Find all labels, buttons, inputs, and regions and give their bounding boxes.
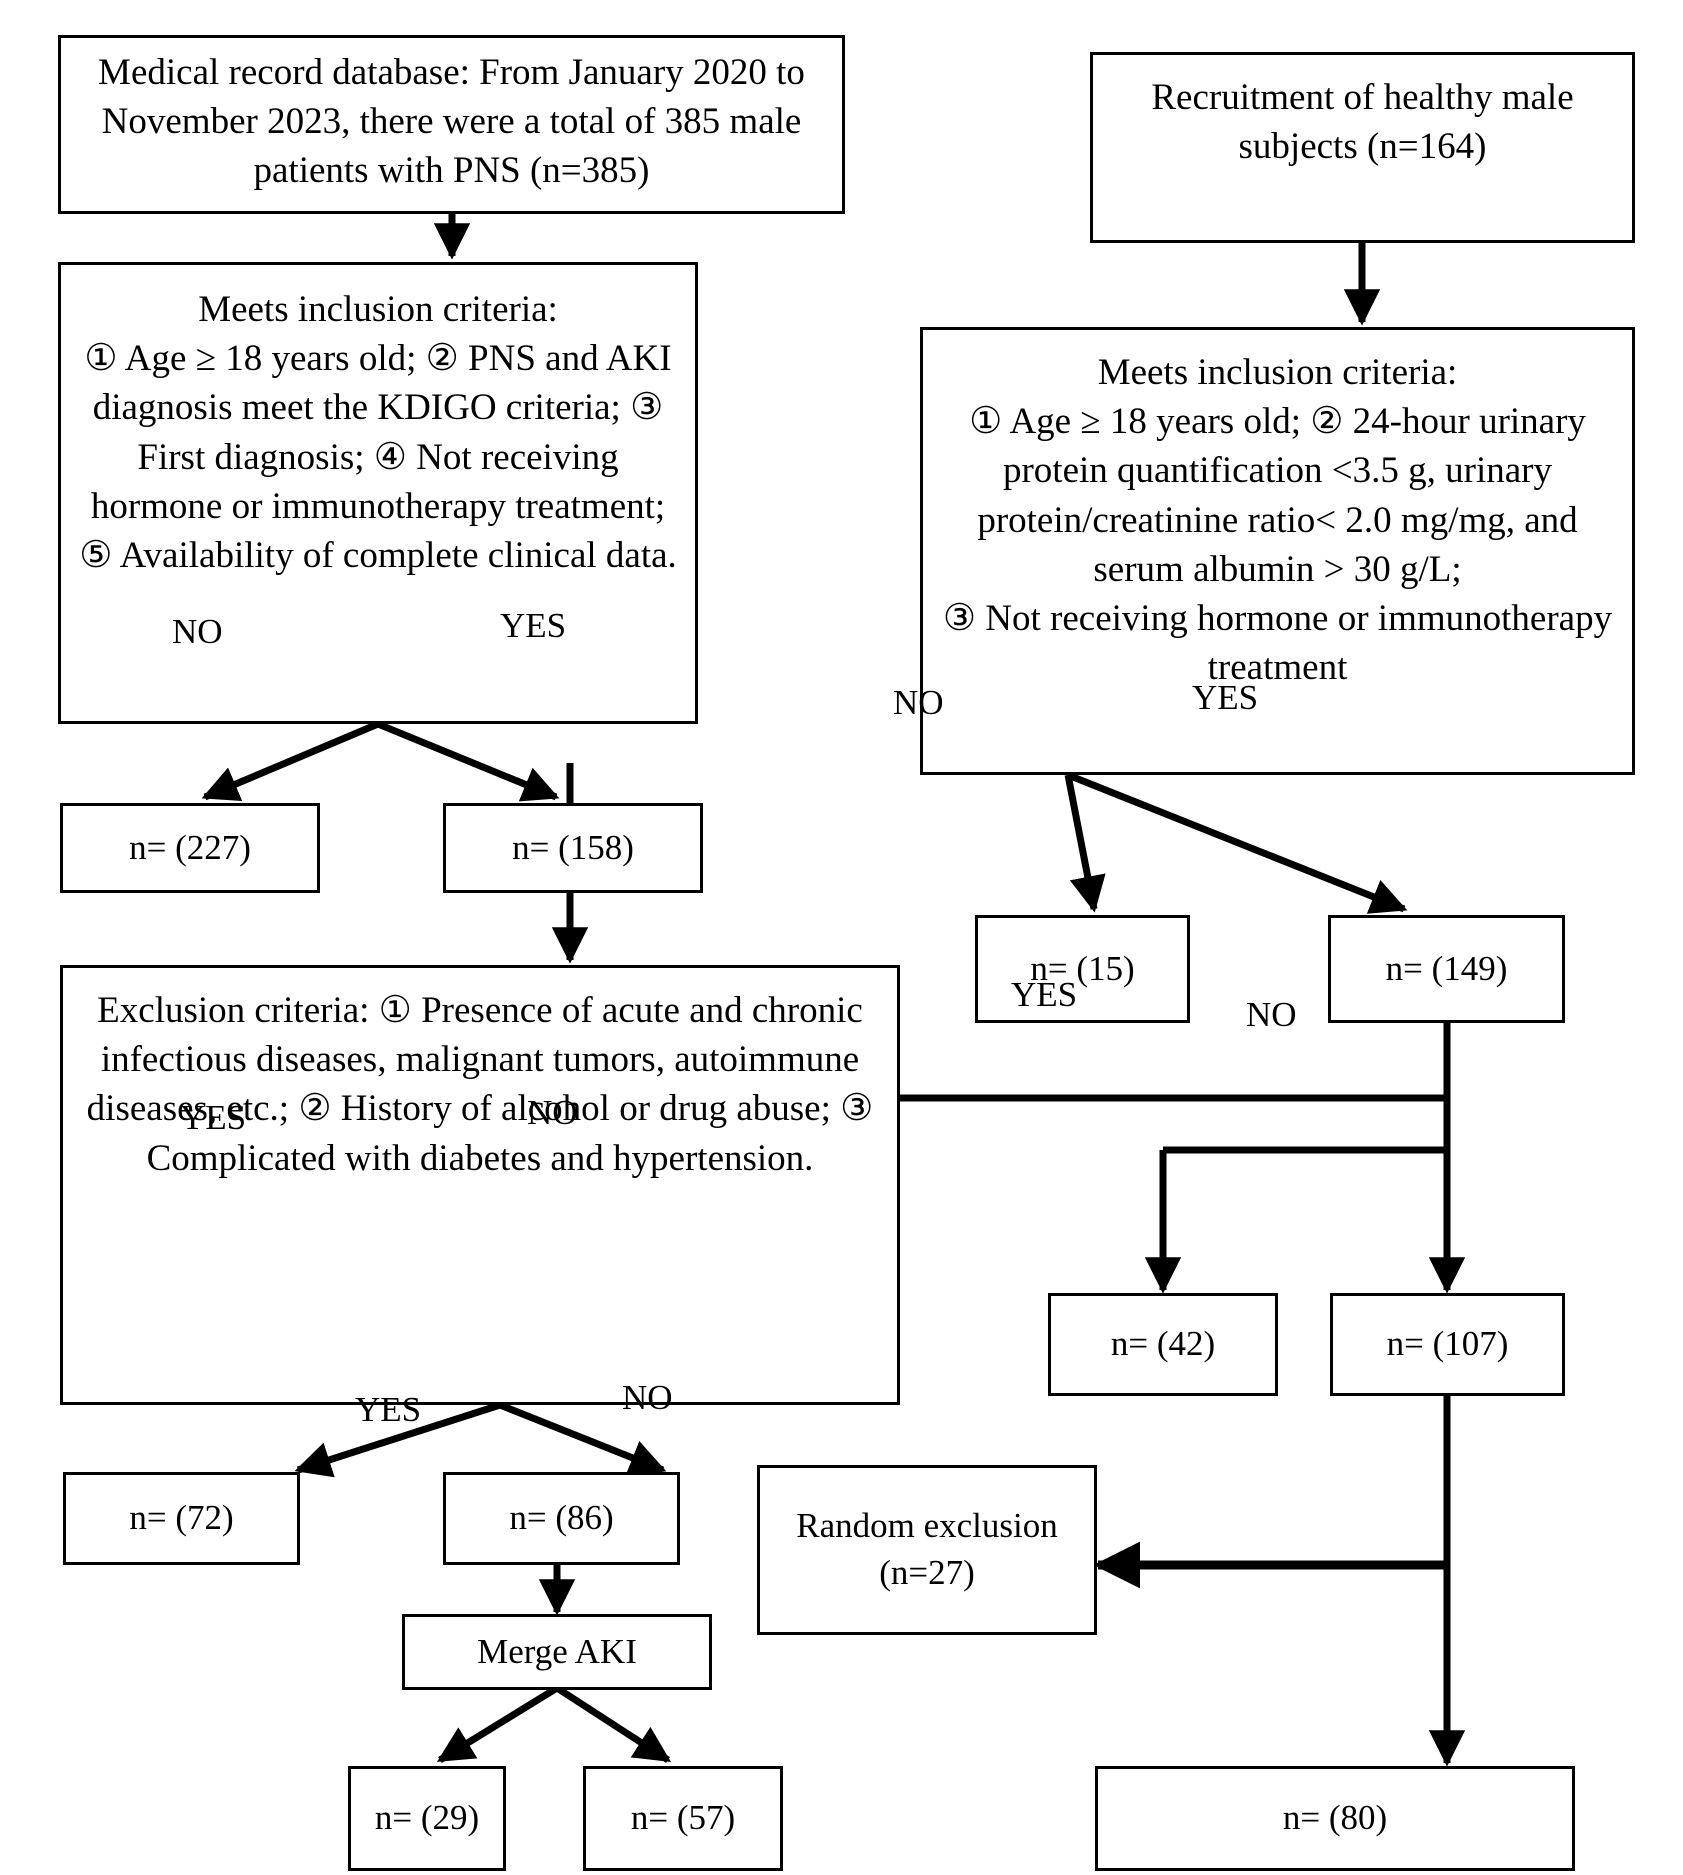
node-inclusion-criteria-controls[interactable]: Meets inclusion criteria: ① Age ≥ 18 yea… [920, 327, 1635, 775]
node-label: Medical record database: From January 20… [98, 52, 805, 192]
node-count-107[interactable]: n= (107) [1330, 1293, 1565, 1396]
edge-label-no-inclusion-right: NO [893, 683, 944, 722]
edge-label-yes-inclusion-left: YES [500, 606, 567, 645]
node-random-exclusion[interactable]: Random exclusion (n=27) [757, 1465, 1097, 1635]
node-label: n= (149) [1385, 948, 1508, 988]
node-label: n= (227) [129, 827, 251, 867]
edge-label-no-n149: NO [1246, 995, 1297, 1034]
node-count-72[interactable]: n= (72) [63, 1472, 300, 1565]
node-exclusion-criteria[interactable]: Exclusion criteria: ① Presence of acute … [60, 965, 900, 1405]
node-label: Random exclusion (n=27) [796, 1506, 1058, 1592]
node-label: n= (72) [129, 1498, 234, 1538]
edge-inclusion-right-to-n15 [1064, 774, 1106, 913]
node-count-15[interactable]: n= (15) [975, 915, 1190, 1023]
edge-label-yes-inclusion-right: YES [1192, 678, 1259, 717]
node-count-227[interactable]: n= (227) [60, 803, 320, 893]
node-label: Merge AKI [477, 1631, 637, 1671]
node-medical-record-database[interactable]: Medical record database: From January 20… [58, 35, 845, 214]
edge-label-no-exclusion: NO [527, 1093, 578, 1132]
node-count-42[interactable]: n= (42) [1048, 1293, 1278, 1396]
node-label: n= (86) [509, 1498, 614, 1538]
node-label: Meets inclusion criteria: ① Age ≥ 18 yea… [942, 352, 1613, 689]
edge-inclusion-left-to-n158 [376, 720, 560, 802]
node-label: n= (29) [374, 1798, 480, 1838]
edge-label-yes-exclusion: YES [180, 1098, 247, 1137]
node-count-80[interactable]: n= (80) [1095, 1766, 1575, 1871]
node-label: n= (15) [1030, 948, 1135, 988]
node-label: n= (158) [512, 827, 634, 867]
node-count-57[interactable]: n= (57) [583, 1766, 783, 1871]
edge-merge-to-n57 [555, 1685, 672, 1763]
node-label: n= (80) [1282, 1798, 1388, 1838]
node-label: Recruitment of healthy male subjects (n=… [1151, 77, 1574, 168]
edge-label-yes-n149: YES [1011, 975, 1078, 1014]
node-count-29[interactable]: n= (29) [348, 1766, 506, 1871]
node-count-86[interactable]: n= (86) [443, 1472, 680, 1565]
node-inclusion-criteria-patients[interactable]: Meets inclusion criteria: ① Age ≥ 18 yea… [58, 262, 698, 724]
node-count-149[interactable]: n= (149) [1328, 915, 1565, 1023]
node-recruitment-healthy-males[interactable]: Recruitment of healthy male subjects (n=… [1090, 52, 1635, 243]
node-label: n= (107) [1386, 1324, 1509, 1364]
node-merge-aki[interactable]: Merge AKI [402, 1614, 712, 1690]
node-count-158[interactable]: n= (158) [443, 803, 703, 893]
edge-inclusion-right-to-n149 [1066, 771, 1408, 914]
node-label: Meets inclusion criteria: ① Age ≥ 18 yea… [79, 289, 677, 577]
edge-inclusion-left-to-n227 [201, 720, 380, 802]
edge-label-no-inclusion-left: NO [172, 612, 223, 651]
edge-label-yes-merge: YES [355, 1390, 422, 1429]
node-label: n= (42) [1110, 1324, 1216, 1364]
node-label: Exclusion criteria: ① Presence of acute … [86, 990, 874, 1179]
node-label: n= (57) [630, 1798, 736, 1838]
edge-label-no-merge: NO [622, 1378, 673, 1417]
edge-merge-to-n29 [436, 1685, 559, 1763]
